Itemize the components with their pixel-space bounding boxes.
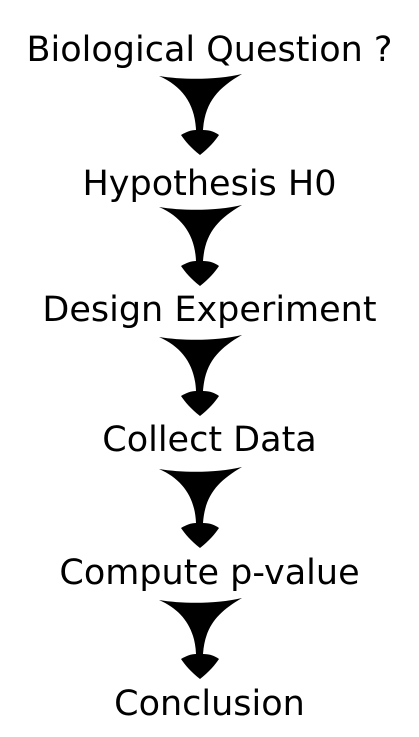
down-arrow-icon (155, 335, 245, 417)
step-design-experiment: Design Experiment (42, 290, 377, 330)
step-compute-p-value: Compute p-value (59, 553, 360, 593)
step-collect-data: Collect Data (102, 420, 317, 460)
down-arrow-icon (155, 467, 245, 549)
down-arrow-icon (155, 74, 245, 156)
down-arrow-icon (155, 205, 245, 287)
down-arrow-icon (155, 598, 245, 680)
step-hypothesis: Hypothesis H0 (82, 164, 337, 204)
step-conclusion: Conclusion (114, 684, 305, 724)
step-biological-question: Biological Question ? (26, 30, 393, 70)
